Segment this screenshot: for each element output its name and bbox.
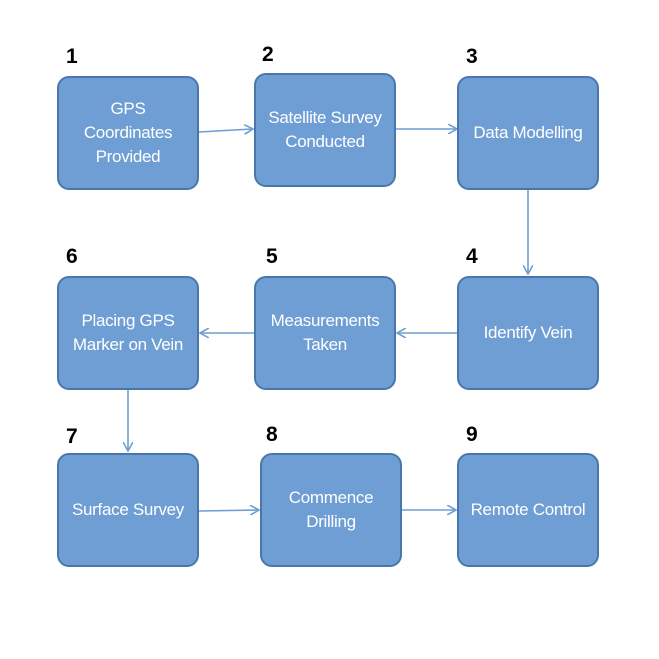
step-box-measurements-taken: Measurements Taken — [254, 276, 396, 390]
step-label: GPS Coordinates Provided — [83, 99, 173, 166]
step-box-data-modelling: Data Modelling — [457, 76, 599, 190]
step-number-1: 1 — [66, 45, 78, 68]
step-box-remote-control: Remote Control — [457, 453, 599, 567]
step-number-2: 2 — [262, 43, 274, 66]
step-label: Identify Vein — [483, 323, 573, 342]
step-number-8: 8 — [266, 423, 278, 446]
step-box-identify-vein: Identify Vein — [457, 276, 599, 390]
step-label: Placing GPS Marker on Vein — [72, 311, 184, 354]
step-label: Data Modelling — [473, 123, 583, 142]
step-number-4: 4 — [466, 245, 478, 268]
step-label: Remote Control — [470, 500, 586, 519]
step-number-6: 6 — [66, 245, 78, 268]
step-number-3: 3 — [466, 45, 478, 68]
step-number-5: 5 — [266, 245, 278, 268]
step-box-gps-coordinates: GPS Coordinates Provided — [57, 76, 199, 190]
step-label: Surface Survey — [71, 500, 185, 519]
step-label: Satellite Survey Conducted — [268, 108, 382, 151]
step-number-7: 7 — [66, 425, 78, 448]
step-box-surface-survey: Surface Survey — [57, 453, 199, 567]
step-box-commence-drilling: Commence Drilling — [260, 453, 402, 567]
step-label: Measurements Taken — [270, 311, 380, 354]
arrow-1-to-2 — [198, 129, 252, 132]
arrow-7-to-8 — [198, 510, 258, 511]
step-box-satellite-survey: Satellite Survey Conducted — [254, 73, 396, 187]
step-label: Commence Drilling — [288, 488, 374, 531]
step-box-placing-gps-marker: Placing GPS Marker on Vein — [57, 276, 199, 390]
step-number-9: 9 — [466, 423, 478, 446]
